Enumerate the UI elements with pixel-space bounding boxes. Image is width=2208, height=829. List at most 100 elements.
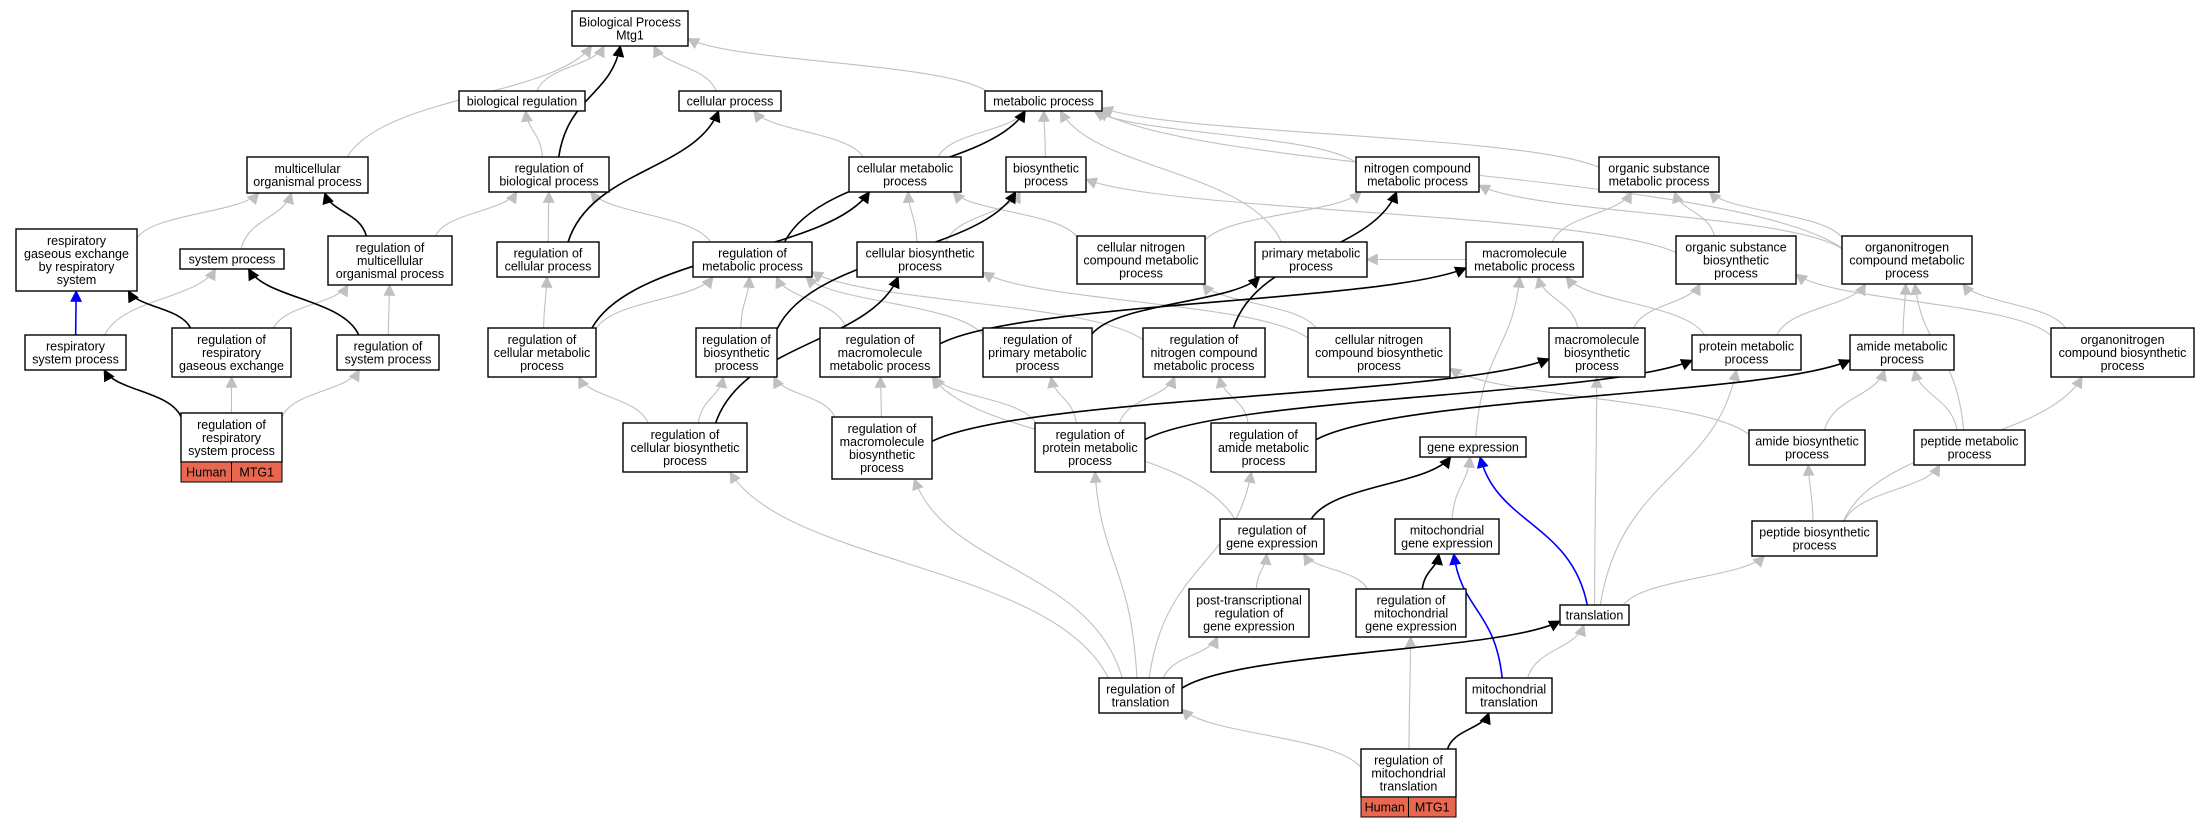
edge-cell_biosyn-to-cell_met — [902, 190, 918, 243]
node-label-line: organic substance — [1608, 162, 1710, 176]
edge-reg_prim-to-reg_met — [805, 276, 984, 336]
node-label-line: organic substance — [1685, 241, 1787, 255]
node-box — [1548, 327, 1646, 378]
node-gene-expr[interactable]: gene expression — [1419, 436, 1527, 458]
node-label-line: process — [860, 461, 904, 475]
node-label-line: translation — [1112, 696, 1170, 710]
node-box — [1219, 518, 1325, 555]
edge-org_sub-to-met_proc — [1100, 105, 1600, 168]
node-label-line: biosynthetic — [1013, 162, 1079, 176]
node-box — [1675, 235, 1797, 285]
node-box — [1465, 241, 1584, 278]
edge-reg_mito_trans-to-reg_mito_gene — [1404, 635, 1417, 750]
node-box — [692, 241, 813, 278]
node-box — [1849, 334, 1955, 371]
edge-reg_prot_met-to-reg_macro_met — [933, 376, 1037, 424]
node-label-line: mitochondrial — [1371, 767, 1445, 781]
node-translation[interactable]: translation — [1559, 604, 1630, 626]
node-label-line: regulation of — [718, 247, 787, 261]
node-label-line: regulation of — [1377, 594, 1446, 608]
node-label-line: metabolic process — [1474, 260, 1575, 274]
node-label-line: amide biosynthetic — [1755, 435, 1859, 449]
node-cell-proc[interactable]: cellular process — [678, 90, 782, 112]
node-label-line: biosynthetic — [1564, 346, 1630, 360]
edge-reg_prim-to-prim_met — [1091, 276, 1261, 335]
edge-peptide_bio-to-peptide_met — [1843, 463, 1941, 522]
node-label-line: regulation of — [354, 340, 423, 354]
edge-reg_multi-to-reg_bio — [434, 190, 518, 237]
edge-cell_nitro_bio-to-cell_biosyn — [981, 271, 1309, 339]
node-label-line: macromolecule — [1555, 333, 1640, 347]
node-box — [2050, 327, 2195, 378]
edge-reg_cell-to-cell_proc — [567, 109, 721, 243]
node-sys-proc[interactable]: system process — [179, 248, 285, 270]
node-label-line: translation — [1380, 780, 1438, 794]
edge-nitro_met-to-met_proc — [1093, 110, 1357, 163]
node-label-line: process — [1289, 260, 1333, 274]
edge-reg_biosyn-to-reg_met — [740, 275, 755, 329]
node-box — [1142, 327, 1266, 378]
node-label-line: gene expression — [1365, 620, 1457, 634]
node-reg-macro-biosyn[interactable]: regulation ofmacromoleculebiosyntheticpr… — [831, 416, 933, 480]
node-label-line: cellular nitrogen — [1097, 241, 1185, 255]
edge-amide_biosyn-to-amide_met — [1823, 368, 1887, 431]
node-met-proc[interactable]: metabolic process — [984, 90, 1103, 112]
edge-translation-to-gene_expr — [1476, 455, 1589, 606]
edge-reg_macro_biosyn-to-macro_biosyn — [931, 357, 1551, 443]
node-label-line: regulation of — [197, 333, 266, 347]
node-box — [1034, 422, 1146, 473]
node-box — [1691, 334, 1802, 371]
node-reg-mito-trans[interactable]: regulation ofmitochondrialtranslationHum… — [1360, 748, 1457, 818]
edge-amide_met-to-organonit_met — [1899, 282, 1912, 336]
edge-gene_expr-to-macro_met — [1475, 275, 1525, 438]
node-label-line: respiratory — [202, 431, 262, 445]
node-bio-reg[interactable]: biological regulation — [458, 90, 586, 112]
node-box — [1098, 677, 1183, 714]
edge-macro_biosyn-to-org_sub_bio — [1633, 282, 1701, 329]
